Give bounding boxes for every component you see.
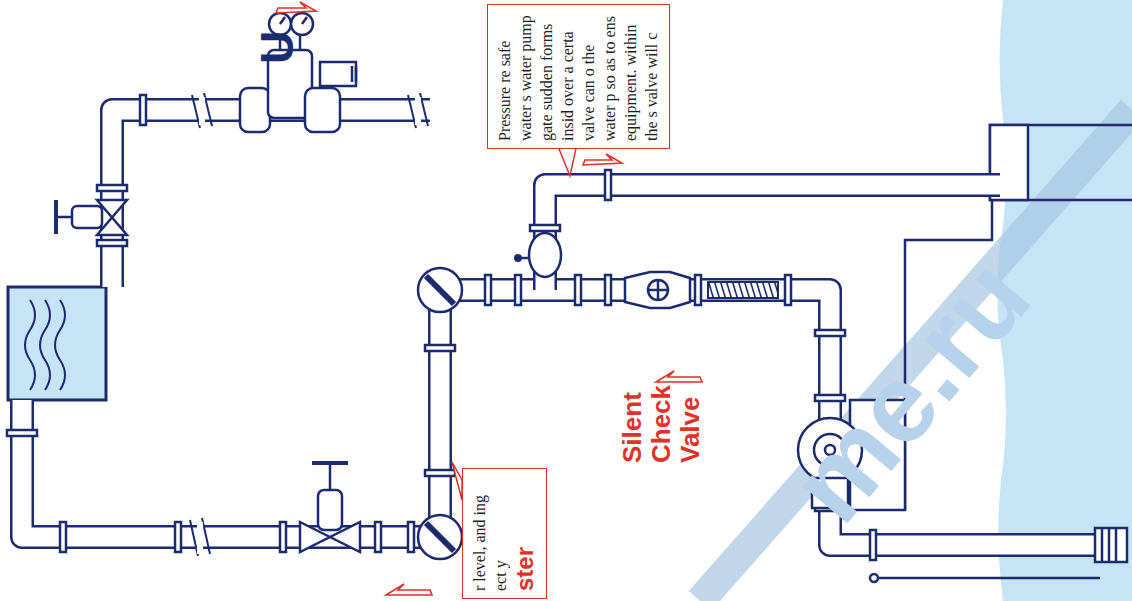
title-fragment: U xyxy=(252,4,302,64)
rotated-text-block: Silent Check Valve xyxy=(618,345,705,463)
pipe-break xyxy=(190,93,428,556)
y-strainer xyxy=(418,268,462,559)
title-fragment-holder: U xyxy=(252,4,302,64)
rotated-text-block: r level, and ing ect yster xyxy=(469,475,539,591)
rotated-text-block: U xyxy=(252,4,302,64)
callout-box: Pressure re safe water s water pump gate… xyxy=(487,4,670,149)
callout-tail xyxy=(452,139,578,500)
gate-valve xyxy=(300,463,360,552)
gate-valve xyxy=(56,200,127,235)
callout-text: r level, and ing ect y xyxy=(469,475,511,591)
water-tank xyxy=(8,287,106,400)
component-label-holder: Silent Check Valve xyxy=(618,345,705,463)
watermark-holder: me.ru xyxy=(760,330,1060,450)
flange xyxy=(7,95,876,560)
component-label: Silent Check Valve xyxy=(618,345,705,463)
water-waves xyxy=(25,300,65,390)
flexible-joint xyxy=(708,282,778,298)
rotated-text-block: Pressure re safe water s water pump gate… xyxy=(494,11,662,141)
pipes xyxy=(22,110,1100,582)
foot-valve xyxy=(1095,528,1127,562)
callout-box: r level, and ing ect yster xyxy=(462,468,547,599)
callout-heading: ster xyxy=(511,475,539,591)
reservoir-wall xyxy=(990,125,1132,200)
silent-check-valve xyxy=(625,272,690,308)
pressure-relief-valve xyxy=(514,233,561,277)
callout-text: Pressure re safe water s water pump gate… xyxy=(494,11,662,141)
